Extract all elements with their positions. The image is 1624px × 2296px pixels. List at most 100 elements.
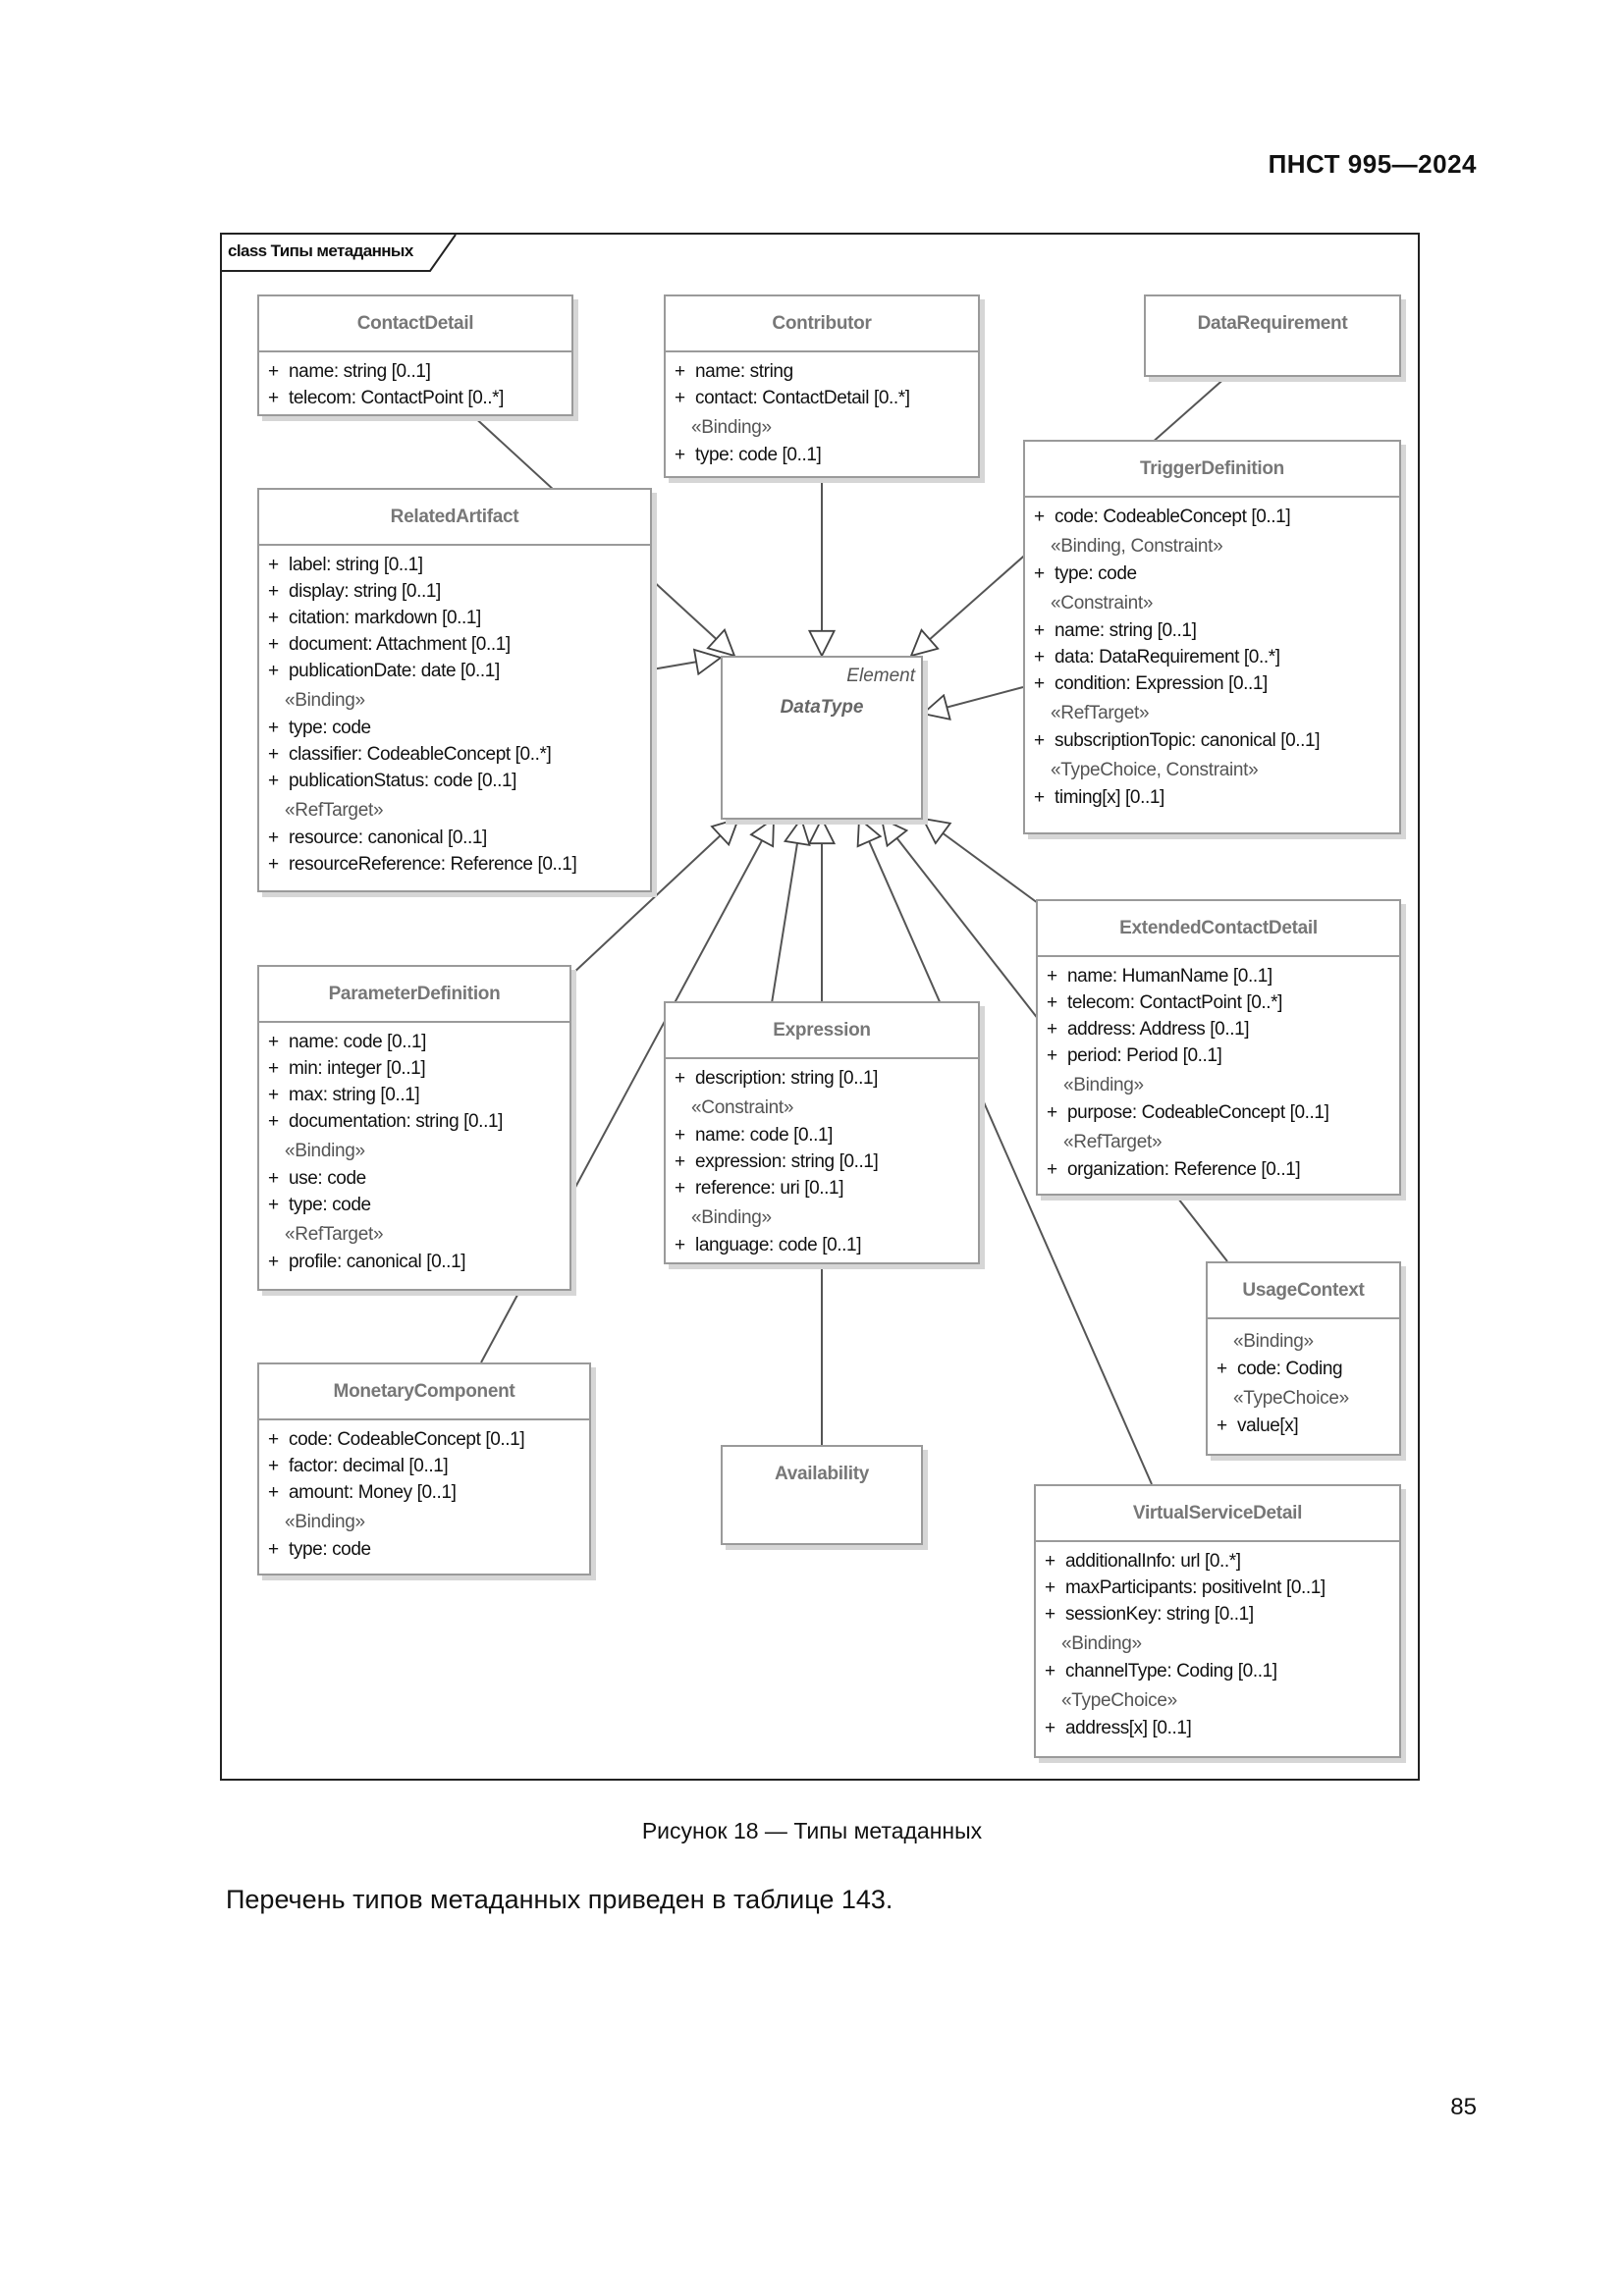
attribute-stereotype: «RefTarget»: [285, 1224, 384, 1245]
visibility-marker: +: [268, 828, 279, 848]
class-contactdetail[interactable]: ContactDetail+name: string [0..1]+teleco…: [257, 294, 573, 416]
visibility-marker: +: [268, 1058, 279, 1079]
class-name: Contributor: [666, 296, 978, 352]
attribute-text: type: code: [289, 1195, 371, 1215]
attribute-text: telecom: ContactPoint [0..*]: [1067, 992, 1283, 1013]
datatype-name: DataType: [780, 697, 864, 718]
visibility-marker: +: [1034, 647, 1045, 667]
attribute-row: + code: CodeableConcept [0..1]: [1025, 504, 1399, 530]
attribute-text: address: Address [0..1]: [1067, 1019, 1250, 1040]
attribute-row: +organization: Reference [0..1]: [1038, 1156, 1399, 1183]
class-extendedcontactdetail[interactable]: ExtendedContactDetail+name: HumanName [0…: [1036, 899, 1401, 1196]
attribute-text: use: code: [289, 1168, 366, 1189]
class-attributes: +name: string [0..1]+telecom: ContactPoi…: [259, 352, 571, 415]
class-expression[interactable]: Expression+description: string [0..1]«Co…: [664, 1001, 980, 1264]
attribute-row: + reference: uri [0..1]: [666, 1175, 978, 1201]
visibility-marker: +: [268, 744, 279, 765]
visibility-marker: +: [1047, 1019, 1057, 1040]
visibility-marker: +: [268, 581, 279, 602]
visibility-marker: +: [1034, 507, 1045, 527]
frame-tab-shape: [222, 235, 457, 272]
attribute-text: language: code [0..1]: [695, 1235, 862, 1255]
attribute-stereotype: «RefTarget»: [1051, 703, 1150, 723]
class-name: VirtualServiceDetail: [1036, 1486, 1399, 1542]
class-name: RelatedArtifact: [259, 490, 650, 546]
attribute-row: +name: string: [666, 358, 978, 385]
visibility-marker: +: [1045, 1718, 1056, 1738]
class-relatedartifact[interactable]: RelatedArtifact+label: string [0..1]+dis…: [257, 488, 652, 892]
page-number: 85: [1450, 2094, 1477, 2120]
attribute-text: name: string [0..1]: [1055, 620, 1197, 641]
document-standard-code: ПНСТ 995—2024: [1268, 149, 1477, 179]
class-monetarycomponent[interactable]: MonetaryComponent+code: CodeableConcept …: [257, 1362, 591, 1575]
class-attributes: +description: string [0..1]«Constraint»+…: [666, 1059, 978, 1262]
attribute-text: name: HumanName [0..1]: [1067, 966, 1272, 987]
class-triggerdefinition[interactable]: TriggerDefinition+code: CodeableConcept …: [1023, 440, 1401, 834]
class-availability[interactable]: Availability: [721, 1445, 923, 1545]
visibility-marker: +: [675, 445, 685, 465]
attribute-row: +name: string [0..1]: [259, 358, 571, 385]
attribute-row: +timing[x] [0..1]: [1025, 784, 1399, 811]
attribute-row: +name: HumanName [0..1]: [1038, 963, 1399, 989]
visibility-marker: +: [268, 1111, 279, 1132]
class-attributes: +additionalInfo: url [0..*]+maxParticipa…: [1036, 1542, 1399, 1745]
attribute-text: subscriptionTopic: canonical [0..1]: [1055, 730, 1321, 751]
attribute-stereotype: «RefTarget»: [1063, 1132, 1163, 1152]
attribute-row: +name: code [0..1]: [259, 1029, 569, 1055]
attribute-row: +sessionKey: string [0..1]: [1036, 1601, 1399, 1628]
class-datarequirement[interactable]: DataRequirement: [1144, 294, 1401, 377]
class-usagecontext[interactable]: UsageContext«Binding»+code: Coding«TypeC…: [1206, 1261, 1401, 1456]
attribute-row: +profile: canonical [0..1]: [259, 1249, 569, 1275]
visibility-marker: +: [675, 1178, 685, 1199]
class-attributes: +name: string+contact: ContactDetail [0.…: [666, 352, 978, 472]
visibility-marker: +: [268, 388, 279, 408]
attribute-text: maxParticipants: positiveInt [0..1]: [1065, 1577, 1326, 1598]
attribute-row: +subscriptionTopic: canonical [0..1]: [1025, 727, 1399, 754]
class-virtualservicedetail[interactable]: VirtualServiceDetail+additionalInfo: url…: [1034, 1484, 1401, 1758]
datatype-stereotype: Element: [846, 666, 915, 686]
visibility-marker: +: [675, 1068, 685, 1089]
attribute-row: +name: code [0..1]: [666, 1122, 978, 1148]
class-parameterdefinition[interactable]: ParameterDefinition+name: code [0..1]+mi…: [257, 965, 571, 1291]
class-name: MonetaryComponent: [259, 1364, 589, 1420]
attribute-text: type: code: [289, 1539, 371, 1560]
attribute-text: code: Coding: [1237, 1359, 1343, 1379]
class-attributes: «Binding»+code: Coding«TypeChoice»+value…: [1208, 1319, 1399, 1443]
attribute-stereotype: «Binding»: [691, 417, 772, 438]
visibility-marker: +: [1045, 1604, 1056, 1625]
attribute-stereotype: «Binding»: [1061, 1633, 1142, 1654]
visibility-marker: +: [1217, 1359, 1227, 1379]
attribute-text: resource: canonical [0..1]: [289, 828, 487, 848]
attribute-stereotype: «Constraint»: [1051, 593, 1154, 614]
class-name: Availability: [774, 1464, 869, 1484]
class-contributor[interactable]: Contributor+name: string+contact: Contac…: [664, 294, 980, 478]
attribute-text: condition: Expression [0..1]: [1055, 673, 1268, 694]
attribute-stereotype: «Binding»: [285, 690, 365, 711]
attribute-stereotype: «Binding»: [285, 1512, 365, 1532]
attribute-row: +type: code: [259, 1536, 589, 1563]
attribute-stereotype: «Binding, Constraint»: [1051, 536, 1223, 557]
attribute-text: profile: canonical [0..1]: [289, 1252, 466, 1272]
attribute-row: +condition: Expression [0..1]: [1025, 670, 1399, 697]
attribute-text: reference: uri [0..1]: [695, 1178, 844, 1199]
attribute-text: address[x] [0..1]: [1065, 1718, 1192, 1738]
attribute-row: + code: Coding: [1208, 1356, 1399, 1382]
attribute-text: classifier: CodeableConcept [0..*]: [289, 744, 552, 765]
attribute-text: code: CodeableConcept [0..1]: [1055, 507, 1291, 527]
attribute-text: citation: markdown [0..1]: [289, 608, 481, 628]
attribute-row: +resourceReference: Reference [0..1]: [259, 851, 650, 878]
attribute-text: label: string [0..1]: [289, 555, 423, 575]
attribute-row: +telecom: ContactPoint [0..*]: [259, 385, 571, 411]
visibility-marker: +: [268, 1168, 279, 1189]
attribute-text: type: code: [1055, 563, 1137, 584]
attribute-row: +max: string [0..1]: [259, 1082, 569, 1108]
datatype-class[interactable]: Element DataType: [721, 656, 923, 820]
class-attributes: + code: CodeableConcept [0..1] «Binding, C…: [1025, 498, 1399, 815]
attribute-stereotype: «TypeChoice»: [1233, 1388, 1349, 1409]
visibility-marker: +: [675, 1151, 685, 1172]
attribute-text: value[x]: [1237, 1415, 1299, 1436]
visibility-marker: +: [268, 1085, 279, 1105]
body-paragraph: Перечень типов метаданных приведен в таб…: [226, 1885, 893, 1914]
attribute-row: +factor: decimal [0..1]: [259, 1453, 589, 1479]
figure-caption: Рисунок 18 — Типы метаданных: [641, 1818, 983, 1843]
